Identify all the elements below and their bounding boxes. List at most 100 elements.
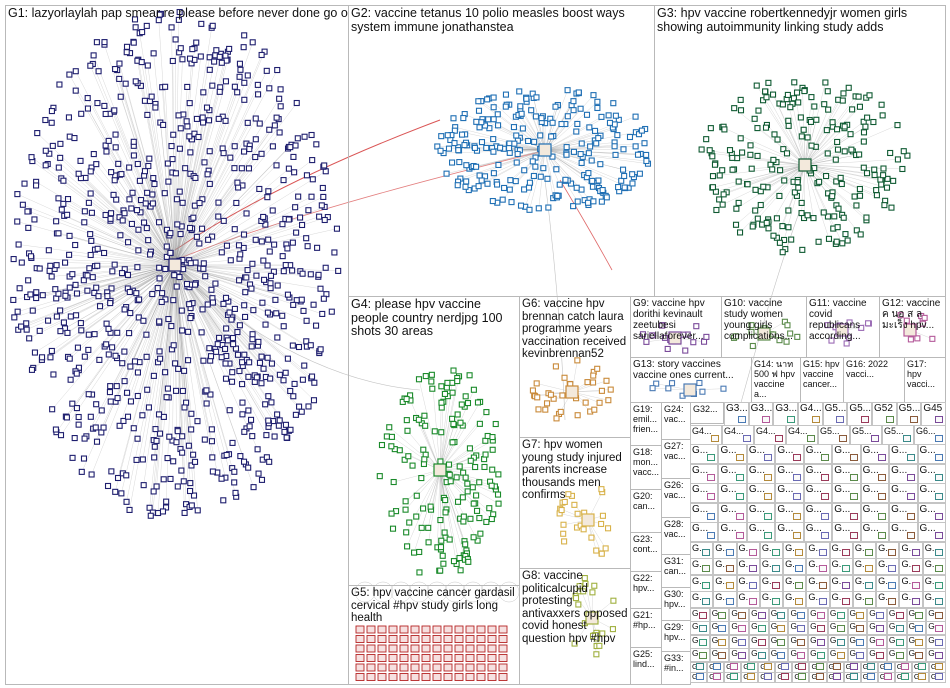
small-group-tile[interactable]: G... xyxy=(827,662,844,673)
small-group-tile[interactable]: G... xyxy=(912,662,929,673)
small-group-tile[interactable]: G... xyxy=(747,522,775,542)
small-group-tile[interactable]: G... xyxy=(853,558,876,575)
group-pane-g1[interactable]: G1: lazyorlaylah pap smear re please bef… xyxy=(5,5,349,685)
small-group-tile[interactable]: G... xyxy=(690,662,707,673)
small-group-tile[interactable]: G... xyxy=(690,621,710,635)
small-group-tile[interactable]: G... xyxy=(853,575,876,592)
small-group-tile[interactable]: G4... xyxy=(798,402,823,426)
small-group-tile[interactable]: G... xyxy=(747,483,775,503)
small-group-tile[interactable]: G... xyxy=(737,591,760,608)
small-group-tile[interactable]: G... xyxy=(769,608,789,622)
small-group-tile[interactable]: G... xyxy=(832,483,860,503)
small-group-tile[interactable]: G... xyxy=(876,558,899,575)
small-group-tile[interactable]: G... xyxy=(861,483,889,503)
small-group-tile[interactable]: G... xyxy=(923,591,946,608)
small-group-tile[interactable]: G... xyxy=(889,522,917,542)
small-group-tile[interactable]: G... xyxy=(792,662,809,673)
small-group-tile[interactable]: G... xyxy=(724,672,741,683)
group-pane-g26[interactable]: G26: vac... xyxy=(661,478,691,518)
group-pane-g7[interactable]: G7: hpv women young study injured parent… xyxy=(519,437,631,569)
small-group-tile[interactable]: G... xyxy=(926,635,946,649)
group-pane-g30[interactable]: G30: hpv... xyxy=(661,587,691,621)
small-group-tile[interactable]: G... xyxy=(783,591,806,608)
small-group-tile[interactable]: G... xyxy=(848,648,868,662)
small-group-tile[interactable]: G... xyxy=(889,464,917,484)
small-group-tile[interactable]: G... xyxy=(749,635,769,649)
small-group-tile[interactable]: G... xyxy=(760,542,783,559)
small-group-tile[interactable]: G... xyxy=(737,542,760,559)
group-pane-g14[interactable]: G14: นาท 500 ฟ hpv vaccine a... xyxy=(751,357,801,403)
small-group-tile[interactable]: G... xyxy=(895,672,912,683)
small-group-tile[interactable]: G... xyxy=(926,648,946,662)
small-group-tile[interactable]: G... xyxy=(729,648,749,662)
small-group-tile[interactable]: G... xyxy=(929,672,946,683)
small-group-tile[interactable]: G... xyxy=(887,648,907,662)
small-group-tile[interactable]: G... xyxy=(848,608,868,622)
small-group-tile[interactable]: G... xyxy=(861,672,878,683)
small-group-tile[interactable]: G... xyxy=(718,464,746,484)
small-group-tile[interactable]: G... xyxy=(899,575,922,592)
small-group-tile[interactable]: G... xyxy=(808,608,828,622)
small-group-tile[interactable]: G5... xyxy=(850,425,882,445)
group-pane-g11[interactable]: G11: vaccine covid republicans according… xyxy=(806,296,880,358)
small-group-tile[interactable]: G... xyxy=(907,635,927,649)
small-group-tile[interactable]: G... xyxy=(804,503,832,523)
small-group-tile[interactable]: G4... xyxy=(754,425,786,445)
small-group-tile[interactable]: G... xyxy=(758,662,775,673)
small-group-tile[interactable]: G... xyxy=(889,483,917,503)
small-group-tile[interactable]: G... xyxy=(769,621,789,635)
small-group-tile[interactable]: G... xyxy=(792,672,809,683)
small-group-tile[interactable]: G... xyxy=(889,444,917,464)
small-group-tile[interactable]: G... xyxy=(775,522,803,542)
small-group-tile[interactable]: G... xyxy=(918,464,946,484)
small-group-tile[interactable]: G... xyxy=(760,558,783,575)
small-group-tile[interactable]: G... xyxy=(844,672,861,683)
small-group-tile[interactable]: G... xyxy=(713,575,736,592)
group-pane-g31[interactable]: G31: can... xyxy=(661,554,691,588)
small-group-tile[interactable]: G... xyxy=(690,648,710,662)
small-group-tile[interactable]: G... xyxy=(923,575,946,592)
small-group-tile[interactable]: G... xyxy=(828,648,848,662)
small-group-tile[interactable]: G... xyxy=(775,662,792,673)
group-pane-g18[interactable]: G18: mon... vacc... xyxy=(630,445,662,490)
small-group-tile[interactable]: G... xyxy=(827,672,844,683)
small-group-tile[interactable]: G... xyxy=(690,672,707,683)
small-group-tile[interactable]: G... xyxy=(690,575,713,592)
small-group-tile[interactable]: G... xyxy=(769,635,789,649)
small-group-tile[interactable]: G... xyxy=(741,672,758,683)
group-pane-g12[interactable]: G12: vaccine ค นอ ส ล มะเร็ง hpv... xyxy=(879,296,946,358)
small-group-tile[interactable]: G... xyxy=(804,464,832,484)
small-group-tile[interactable]: G... xyxy=(918,444,946,464)
small-group-tile[interactable]: G... xyxy=(760,575,783,592)
small-group-tile[interactable]: G... xyxy=(876,575,899,592)
small-group-tile[interactable]: G... xyxy=(690,558,713,575)
group-pane-g19[interactable]: G19: emil... frien... xyxy=(630,402,662,446)
small-group-tile[interactable]: G... xyxy=(861,662,878,673)
small-group-tile[interactable]: G... xyxy=(808,621,828,635)
small-group-tile[interactable]: G... xyxy=(832,444,860,464)
small-group-tile[interactable]: G... xyxy=(749,608,769,622)
small-group-tile[interactable]: G... xyxy=(926,608,946,622)
small-group-tile[interactable]: G... xyxy=(806,558,829,575)
small-group-tile[interactable]: G5... xyxy=(847,402,872,426)
small-group-tile[interactable]: G45 xyxy=(921,402,946,426)
small-group-tile[interactable]: G... xyxy=(832,522,860,542)
small-group-tile[interactable]: G... xyxy=(690,591,713,608)
small-group-tile[interactable]: G... xyxy=(710,608,730,622)
small-group-tile[interactable]: G5... xyxy=(823,402,848,426)
small-group-tile[interactable]: G... xyxy=(690,503,718,523)
small-group-tile[interactable]: G... xyxy=(828,635,848,649)
group-pane-g22[interactable]: G22: hpv... xyxy=(630,571,662,609)
small-group-tile[interactable]: G... xyxy=(830,591,853,608)
small-group-tile[interactable]: G6... xyxy=(914,425,946,445)
small-group-tile[interactable]: G5... xyxy=(818,425,850,445)
small-group-tile[interactable]: G... xyxy=(867,621,887,635)
small-group-tile[interactable]: G... xyxy=(804,483,832,503)
group-pane-g4[interactable]: G4: please hpv vaccine people country ne… xyxy=(348,296,520,586)
small-group-tile[interactable]: G... xyxy=(769,648,789,662)
small-group-tile[interactable]: G... xyxy=(775,672,792,683)
small-group-tile[interactable]: G... xyxy=(783,542,806,559)
group-pane-g29[interactable]: G29: hpv... xyxy=(661,620,691,652)
small-group-tile[interactable]: G... xyxy=(848,621,868,635)
small-group-tile[interactable]: G... xyxy=(690,483,718,503)
